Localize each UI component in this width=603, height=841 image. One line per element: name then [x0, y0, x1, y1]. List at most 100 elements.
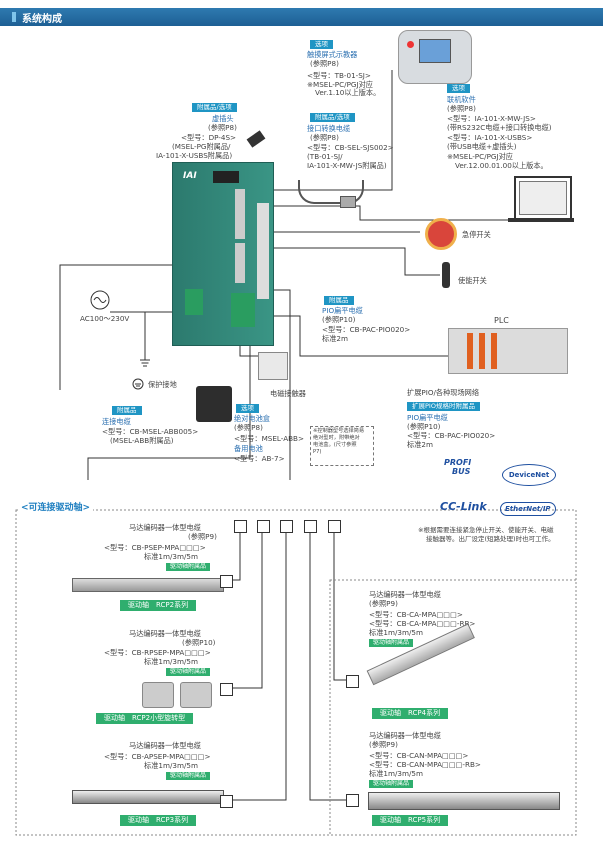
rcp2r-cable: 马达编码器一体型电缆: [129, 629, 201, 638]
axes-title: <可连接驱动轴>: [18, 500, 94, 513]
teach-pendant-image: [398, 30, 472, 84]
soft-name: 联机软件: [447, 95, 476, 104]
abs-note-1: ※控制器型号选择简易: [313, 428, 365, 434]
pio-ref: (参照P10): [322, 315, 356, 324]
pio-tag: 附属品: [324, 296, 354, 305]
teach-tag: 选项: [310, 40, 333, 49]
teach-note2: Ver.1.10以上版本。: [315, 88, 381, 97]
dummy-tag: 附属品/选项: [192, 103, 237, 112]
rcp4-connector: [346, 675, 359, 688]
header-marker: [12, 12, 16, 22]
controller-logo: IAI: [183, 171, 197, 181]
rcp4-model1: <型号：CB-CA-MPA□□□>: [369, 610, 463, 619]
rcp3-len: 标准1m/3m/5m: [144, 761, 198, 770]
profibus-logo: PROFI BUS: [444, 458, 471, 476]
controller-image: IAI: [172, 162, 274, 346]
abs-model2: <型号：AB-7>: [234, 454, 285, 463]
plc-label: PLC: [494, 316, 509, 325]
rcp5-acc: 驱动轴附属品: [369, 780, 414, 788]
abs-tag: 选项: [236, 404, 259, 413]
rcp5-name: 驱动轴 RCP5系列: [372, 815, 449, 826]
pio2-name: PIO扁平电缆: [407, 413, 448, 422]
devicenet-logo: DeviceNet: [502, 464, 556, 486]
pio2-model: <型号：CB-PAC-PIO020>: [407, 431, 496, 440]
conv-note2: IA-101-X-MW-JS附属品): [307, 161, 387, 170]
rcp4-name: 驱动轴 RCP4系列: [372, 708, 449, 719]
rcp2-name: 驱动轴 RCP2系列: [120, 600, 197, 611]
rcp2r-len: 标准1m/3m/5m: [144, 657, 198, 666]
plc-image: [448, 328, 568, 374]
pio-len: 标准2m: [322, 334, 348, 343]
abs-ref: (参照P8): [234, 423, 263, 432]
dummy-note1: (MSEL-PG附属品/: [172, 142, 231, 151]
soft-note1: ※MSEL-PC/PGJ对应: [447, 152, 513, 161]
section-header: 系统构成: [0, 8, 603, 26]
conv-ref: (参照P8): [310, 133, 339, 142]
conv-tag: 附属品/选项: [310, 113, 355, 122]
soft-model1: <型号：IA-101-X-MW-JS>: [447, 114, 536, 123]
conv-cable-image: [298, 180, 364, 204]
rcp2-cable: 马达编码器一体型电缆: [129, 523, 201, 532]
rcp3-acc: 驱动轴附属品: [166, 772, 211, 780]
abs-name2: 备用电池: [234, 444, 263, 453]
dummy-note2: IA-101-X-USBS附属品): [156, 151, 233, 160]
pio2-ref: (参照P10): [407, 422, 441, 431]
rcp3-connector: [220, 795, 233, 808]
abs-model: <型号：MSEL-ABB>: [234, 434, 305, 443]
rcp4-acc: 驱动轴附属品: [369, 639, 414, 647]
laptop-image: [514, 176, 572, 220]
rcp2-model: <型号：CB-PSEP-MPA□□□>: [104, 543, 206, 552]
abs-note-3: 电池盒。(尺寸参照: [313, 442, 357, 448]
pio2-len: 标准2m: [407, 440, 433, 449]
rcp4-cable: 马达编码器一体型电缆: [369, 590, 441, 599]
rcp2r-actuator-image-2: [180, 682, 212, 708]
rcp5-model2: <型号：CB-CAN-MPA□□□-RB>: [369, 760, 481, 769]
conv-name: 接口转换电缆: [307, 124, 351, 133]
rcp2-actuator-image: [72, 578, 224, 592]
teach-model: <型号：TB-01-SJ>: [307, 71, 371, 80]
port-square-4: [304, 520, 317, 533]
dummy-name: 虚插头: [212, 114, 234, 123]
estop-label: 急停开关: [462, 230, 491, 239]
rcp2-len: 标准1m/3m/5m: [144, 552, 198, 561]
laptop-base: [508, 218, 574, 222]
rcp2r-model: <型号：CB-RPSEP-MPA□□□>: [104, 648, 211, 657]
fieldbus-label: 扩展PIO/各种现场网络: [407, 388, 480, 397]
rcp2r-ref: (参照P10): [182, 638, 216, 647]
soft-desc2: (带USB电缆+虚插头): [447, 142, 517, 151]
profibus-text2: BUS: [452, 467, 471, 476]
contactor-image: [258, 352, 288, 380]
contactor-label: 电磁接触器: [270, 389, 306, 398]
section-title: 系统构成: [22, 14, 62, 25]
port-square-3: [280, 520, 293, 533]
rcp5-ref: (参照P9): [369, 740, 398, 749]
port-square-2: [257, 520, 270, 533]
rcp5-cable: 马达编码器一体型电缆: [369, 731, 441, 740]
teach-name: 触摸屏式示教器: [307, 50, 358, 59]
rcp5-connector: [346, 794, 359, 807]
enable-switch-image: [442, 262, 450, 288]
ground-label: 保护接地: [148, 380, 177, 389]
rcp5-len: 标准1m/3m/5m: [369, 769, 423, 778]
abs-note-2: 绝对型时，附带绝对: [313, 435, 360, 441]
rcp2-ref: (参照P9): [188, 532, 217, 541]
port-square-1: [234, 520, 247, 533]
conv-connector-image: [340, 196, 356, 208]
pio-model: <型号：CB-PAC-PIO020>: [322, 325, 411, 334]
rcp3-cable: 马达编码器一体型电缆: [129, 741, 201, 750]
bus-note1: ※根据需要连接紧急停止开关、使能开关、电磁: [418, 526, 554, 534]
soft-ref: (参照P8): [447, 104, 476, 113]
soft-note2: Ver.12.00.01.00以上版本。: [455, 161, 548, 170]
teach-ref: (参照P8): [310, 59, 339, 68]
rcp2r-connector: [220, 683, 233, 696]
cclink-logo: CC-Link: [440, 500, 487, 513]
abs-note-4: P7): [313, 449, 322, 455]
soft-model2: <型号：IA-101-X-USBS>: [447, 133, 533, 142]
rcp2r-acc: 驱动轴附属品: [166, 668, 211, 676]
rcp2-connector: [220, 575, 233, 588]
rcp2r-name: 驱动轴 RCP2小型旋转型: [96, 713, 194, 724]
power-label: AC100～230V: [80, 314, 130, 323]
bus-note2: 接触器等。出厂设定(短路处理)时也可工作。: [426, 535, 555, 543]
dummy-model: <型号：DP-4S>: [181, 133, 237, 142]
conv-model: <型号：CB-SEL-SJS002>: [307, 143, 394, 152]
